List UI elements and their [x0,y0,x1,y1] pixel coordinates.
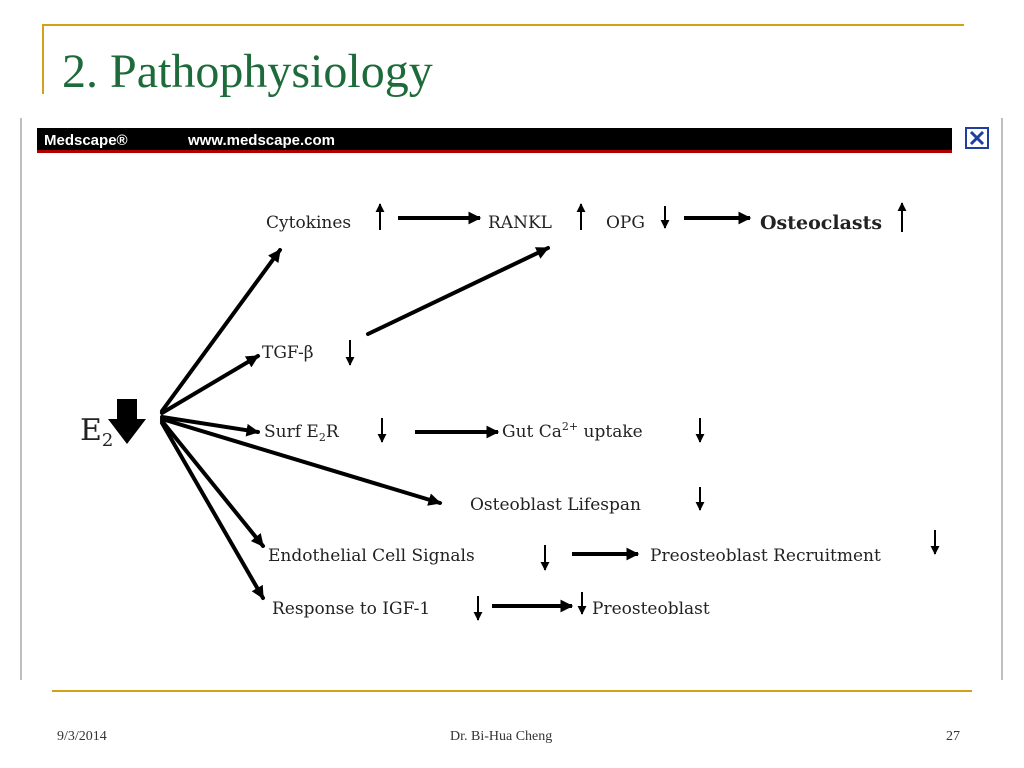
node-surf-e2r: Surf E2R [264,422,340,444]
footer-rule [52,690,972,692]
figure-right-border [1001,118,1003,680]
e2-down-arrow-icon [108,399,146,444]
e2-arrows [160,246,550,600]
node-gut-ca-uptake: Gut Ca2+ uptake [502,420,643,442]
arrow-to-tgf [160,354,260,415]
node-preosteoblast-recruitment: Preosteoblast Recruitment [650,546,881,566]
arrow-to-cytokines [160,248,282,413]
chain-arrows [398,211,752,613]
footer-page-number: 27 [946,729,960,744]
node-tgf-beta: TGF-β [262,343,314,363]
slide-title: 2. Pathophysiology [62,45,433,98]
footer-author: Dr. Bi-Hua Cheng [450,729,553,744]
arrow-to-endothelial [160,419,265,548]
medscape-brand: Medscape® [44,132,128,149]
close-box-icon[interactable] [965,127,989,149]
indicator-arrows [345,202,940,621]
node-endothelial-cell-signals: Endothelial Cell Signals [268,546,475,566]
arrow-tgf-to-rankl [366,246,550,336]
node-osteoblast-lifespan: Osteoblast Lifespan [470,495,641,515]
node-opg: OPG [606,213,645,233]
medscape-url[interactable]: www.medscape.com [187,132,335,149]
node-preosteoblast: Preosteoblast [592,599,710,619]
title-frame [42,24,964,94]
arrow-to-surf-e2r [160,415,260,437]
node-cytokines: Cytokines [266,213,351,233]
e2-label: E2 [80,413,113,451]
footer-date: 9/3/2014 [57,729,107,744]
medscape-header-bar: Medscape® www.medscape.com [37,128,952,153]
node-response-to-igf1: Response to IGF-1 [272,599,430,619]
node-osteoclasts: Osteoclasts [760,212,882,234]
figure-left-border [20,118,22,680]
node-rankl: RANKL [488,213,552,233]
arrow-to-osteoblast-lifespan [160,417,442,506]
arrow-to-response-igf [160,421,265,600]
